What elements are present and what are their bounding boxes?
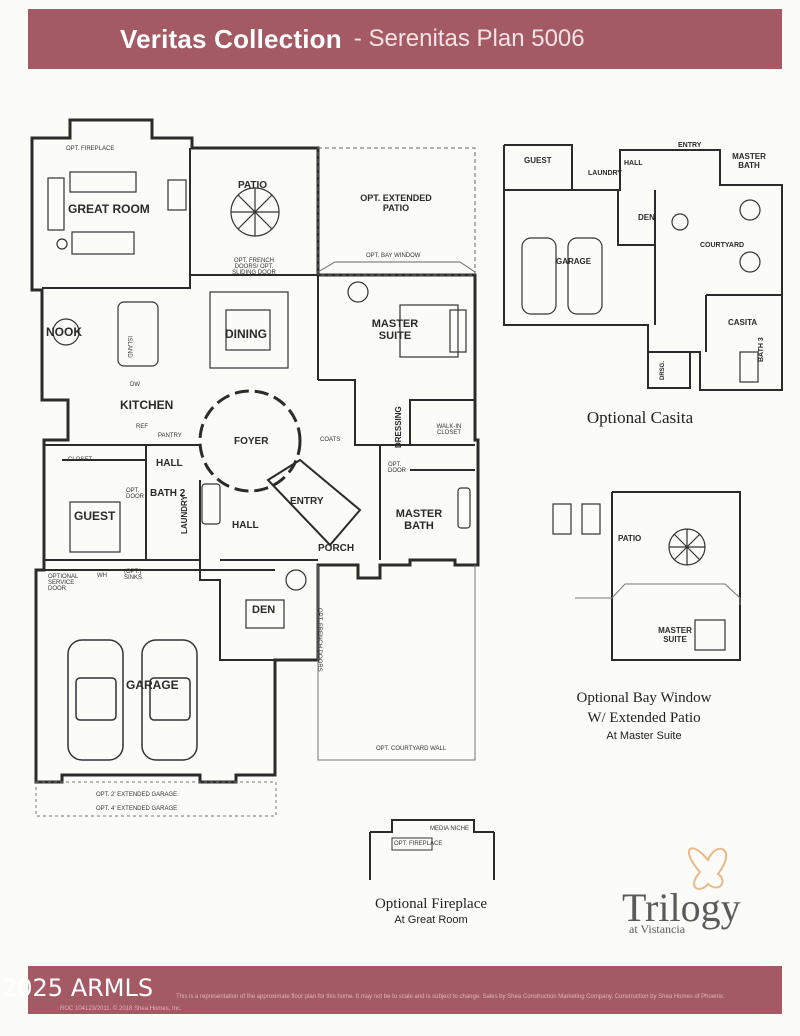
note-bay-window: OPT. BAY WINDOW [366, 253, 421, 259]
footer-disclaimer: This is a representation of the approxim… [176, 994, 725, 1000]
bay-caption-2: W/ Extended Patio [587, 710, 701, 726]
note-french-doors: OPT. FRENCH DOORS/ OPT. SLIDING DOOR [232, 258, 276, 276]
casita-room-casita: CASITA [728, 318, 758, 327]
title-banner: Veritas Collection - Serenitas Plan 5006 [28, 9, 782, 69]
note-walk-in-closet: WALK-IN CLOSET [436, 424, 462, 436]
plan-title: - Serenitas Plan 5006 [353, 25, 585, 52]
room-great-room: GREAT ROOM [68, 202, 150, 216]
casita-room-master-bath: MASTER BATH [732, 152, 766, 170]
room-guest: GUEST [74, 509, 116, 523]
room-bath-2: BATH 2 [150, 488, 186, 499]
casita-caption: Optional Casita [586, 408, 694, 427]
note-garage-4ft: OPT. 4' EXTENDED GARAGE [96, 806, 178, 812]
note-closet: CLOSET [68, 457, 93, 463]
note-garage-2ft: OPT. 2' EXTENDED GARAGE [96, 792, 178, 798]
room-dining: DINING [225, 327, 267, 341]
note-opt-door-master: OPT. DOOR [388, 462, 406, 474]
note-pantry: PANTRY [158, 433, 182, 439]
note-opt-door-bath: OPT. DOOR [126, 488, 144, 500]
bay-room-patio: PATIO [618, 534, 642, 543]
note-coats: COATS [320, 437, 341, 443]
fireplace-sub: At Great Room [394, 914, 468, 926]
room-hall-2: HALL [232, 520, 259, 531]
collection-title: Veritas Collection [120, 23, 342, 54]
note-ref: REF [136, 424, 148, 430]
room-opt-extended-patio: OPT. EXTENDED PATIO [360, 193, 432, 213]
note-dw: DW [130, 382, 140, 388]
note-island: ISLAND [126, 336, 132, 358]
note-opt-fireplace: OPT. FIREPLACE [66, 146, 115, 152]
room-porch: PORCH [318, 543, 355, 554]
fireplace-caption: Optional Fireplace [374, 896, 488, 912]
armls-watermark: 2025 ARMLS [2, 974, 154, 1002]
casita-room-den: DEN [638, 213, 655, 222]
casita-room-garage: GARAGE [556, 257, 592, 266]
note-opt-french-doors-den: OPT. FRENCH DOORS [316, 608, 322, 672]
casita-room-bath-3: BATH 3 [758, 337, 765, 362]
casita-room-courtyard: COURTYARD [700, 242, 745, 249]
fireplace-media-niche: MEDIA NICHE [430, 826, 470, 832]
trilogy-logo: Trilogy [622, 885, 741, 930]
note-courtyard-wall: OPT. COURTYARD WALL [376, 746, 447, 752]
room-master-bath: MASTER BATH [395, 508, 443, 532]
room-dressing: DRESSING [394, 406, 403, 448]
room-nook: NOOK [46, 325, 82, 339]
note-opt-sinks: (OPT.) SINKS [124, 569, 143, 581]
note-wh: WH [97, 573, 107, 579]
bay-room-master-suite: MASTER SUITE [658, 626, 692, 644]
casita-room-entry: ENTRY [678, 142, 702, 149]
bay-caption: Optional Bay Window [576, 690, 712, 706]
casita-room-laundry: LAUNDRY [588, 170, 622, 177]
footer-banner [28, 966, 782, 1014]
room-patio: PATIO [238, 180, 268, 191]
room-hall-1: HALL [156, 458, 183, 469]
note-service-door: OPTIONAL SERVICE DOOR [48, 574, 79, 592]
room-entry: ENTRY [290, 496, 324, 507]
room-laundry: LAUNDRY [180, 495, 189, 534]
room-garage: GARAGE [126, 678, 179, 692]
casita-room-guest: GUEST [524, 156, 552, 165]
trilogy-logo-sub: at Vistancia [629, 922, 686, 936]
casita-room-dressing: DRSG. [660, 360, 666, 380]
footer-disclaimer-2: ROC 104123/2011. © 2018 Shea Homes, Inc. [60, 1006, 182, 1012]
room-den: DEN [252, 604, 276, 616]
room-kitchen: KITCHEN [120, 398, 174, 412]
bay-sub: At Master Suite [606, 730, 682, 742]
room-master-suite: MASTER SUITE [371, 318, 419, 342]
room-foyer: FOYER [234, 436, 269, 447]
fireplace-opt: OPT. FIREPLACE [394, 841, 443, 847]
casita-room-hall: HALL [624, 160, 643, 167]
